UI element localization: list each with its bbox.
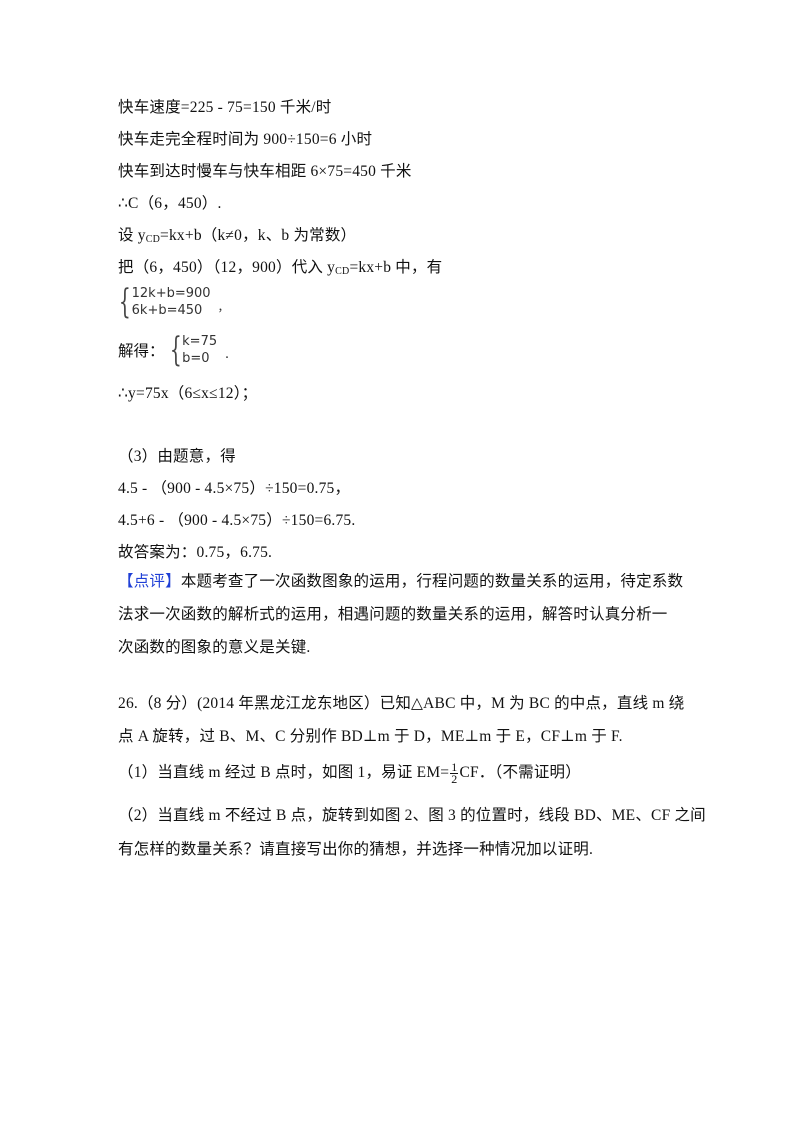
text-line: 4.5+6 - （900 - 4.5×75）÷150=6.75. (118, 512, 356, 529)
part1-prefix: （1）当直线 m 经过 B 点时，如图 1，易证 EM= (118, 764, 450, 782)
comment-line: 【点评】本题考查了一次函数图象的运用，行程问题的数量关系的运用，待定系数 (118, 572, 683, 592)
subscript: CD (335, 266, 350, 277)
text-line: 快车速度=225 - 75=150 千米/时 (118, 99, 332, 116)
comment-line: 次函数的图象的意义是关键. (118, 639, 311, 656)
assume-line: 设 yCD=kx+b（k≠0，k、b 为常数） (118, 226, 356, 250)
equation-system: { 12k+b=900 6k+b=450 , (118, 285, 222, 319)
brace-icon: { (169, 330, 182, 370)
equation: k=75 (182, 334, 218, 349)
text-line: 4.5 - （900 - 4.5×75）÷150=0.75， (118, 480, 351, 497)
part3-heading: （3）由题意，得 (118, 448, 236, 465)
punctuation: , (218, 297, 223, 314)
substitute-suffix: =kx+b 中，有 (349, 259, 443, 276)
text-line: ∴C（6，450）. (118, 195, 222, 212)
comment-text: 本题考查了一次函数图象的运用，行程问题的数量关系的运用，待定系数 (180, 573, 684, 590)
solve-label: 解得： (118, 343, 165, 360)
solution-system: 解得： { k=75 b=0 . (118, 333, 229, 367)
denominator: 2 (451, 772, 458, 786)
part1-suffix: CF．（不需证明） (459, 764, 581, 782)
assume-suffix: =kx+b（k≠0，k、b 为常数） (160, 227, 357, 244)
comment-label: 【点评】 (118, 573, 181, 590)
assume-prefix: 设 y (118, 227, 146, 244)
result-line: ∴y=75x（6≤x≤12）； (118, 385, 258, 402)
substitute-prefix: 把（6，450）（12，900）代入 y (118, 259, 336, 276)
text-line: 快车走完全程时间为 900÷150=6 小时 (118, 131, 373, 148)
substitute-line: 把（6，450）（12，900）代入 yCD=kx+b 中，有 (118, 258, 442, 282)
punctuation: . (225, 345, 229, 362)
text-line: 快车到达时慢车与快车相距 6×75=450 千米 (118, 163, 412, 180)
question-part2: （2）当直线 m 不经过 B 点，旋转到如图 2、图 3 的位置时，线段 BD、… (118, 807, 706, 824)
subscript: CD (145, 234, 161, 245)
numerator: 1 (450, 760, 459, 774)
equation: 6k+b=450 (131, 303, 203, 318)
question-part2: 有怎样的数量关系？请直接写出你的猜想，并选择一种情况加以证明. (118, 841, 594, 858)
question-text: 点 A 旋转，过 B、M、C 分别作 BD⊥m 于 D，ME⊥m 于 E，CF⊥… (118, 728, 623, 745)
question-title: 26.（8 分）(2014 年黑龙江龙东地区）已知△ABC 中，M 为 BC 的… (118, 695, 685, 712)
brace-icon: { (118, 282, 131, 322)
equation: b=0 (182, 351, 210, 366)
comment-line: 法求一次函数的解析式的运用，相遇问题的数量关系的运用，解答时认真分析一 (118, 606, 668, 623)
equation: 12k+b=900 (131, 286, 211, 301)
text-line: 故答案为：0.75，6.75. (118, 544, 273, 561)
